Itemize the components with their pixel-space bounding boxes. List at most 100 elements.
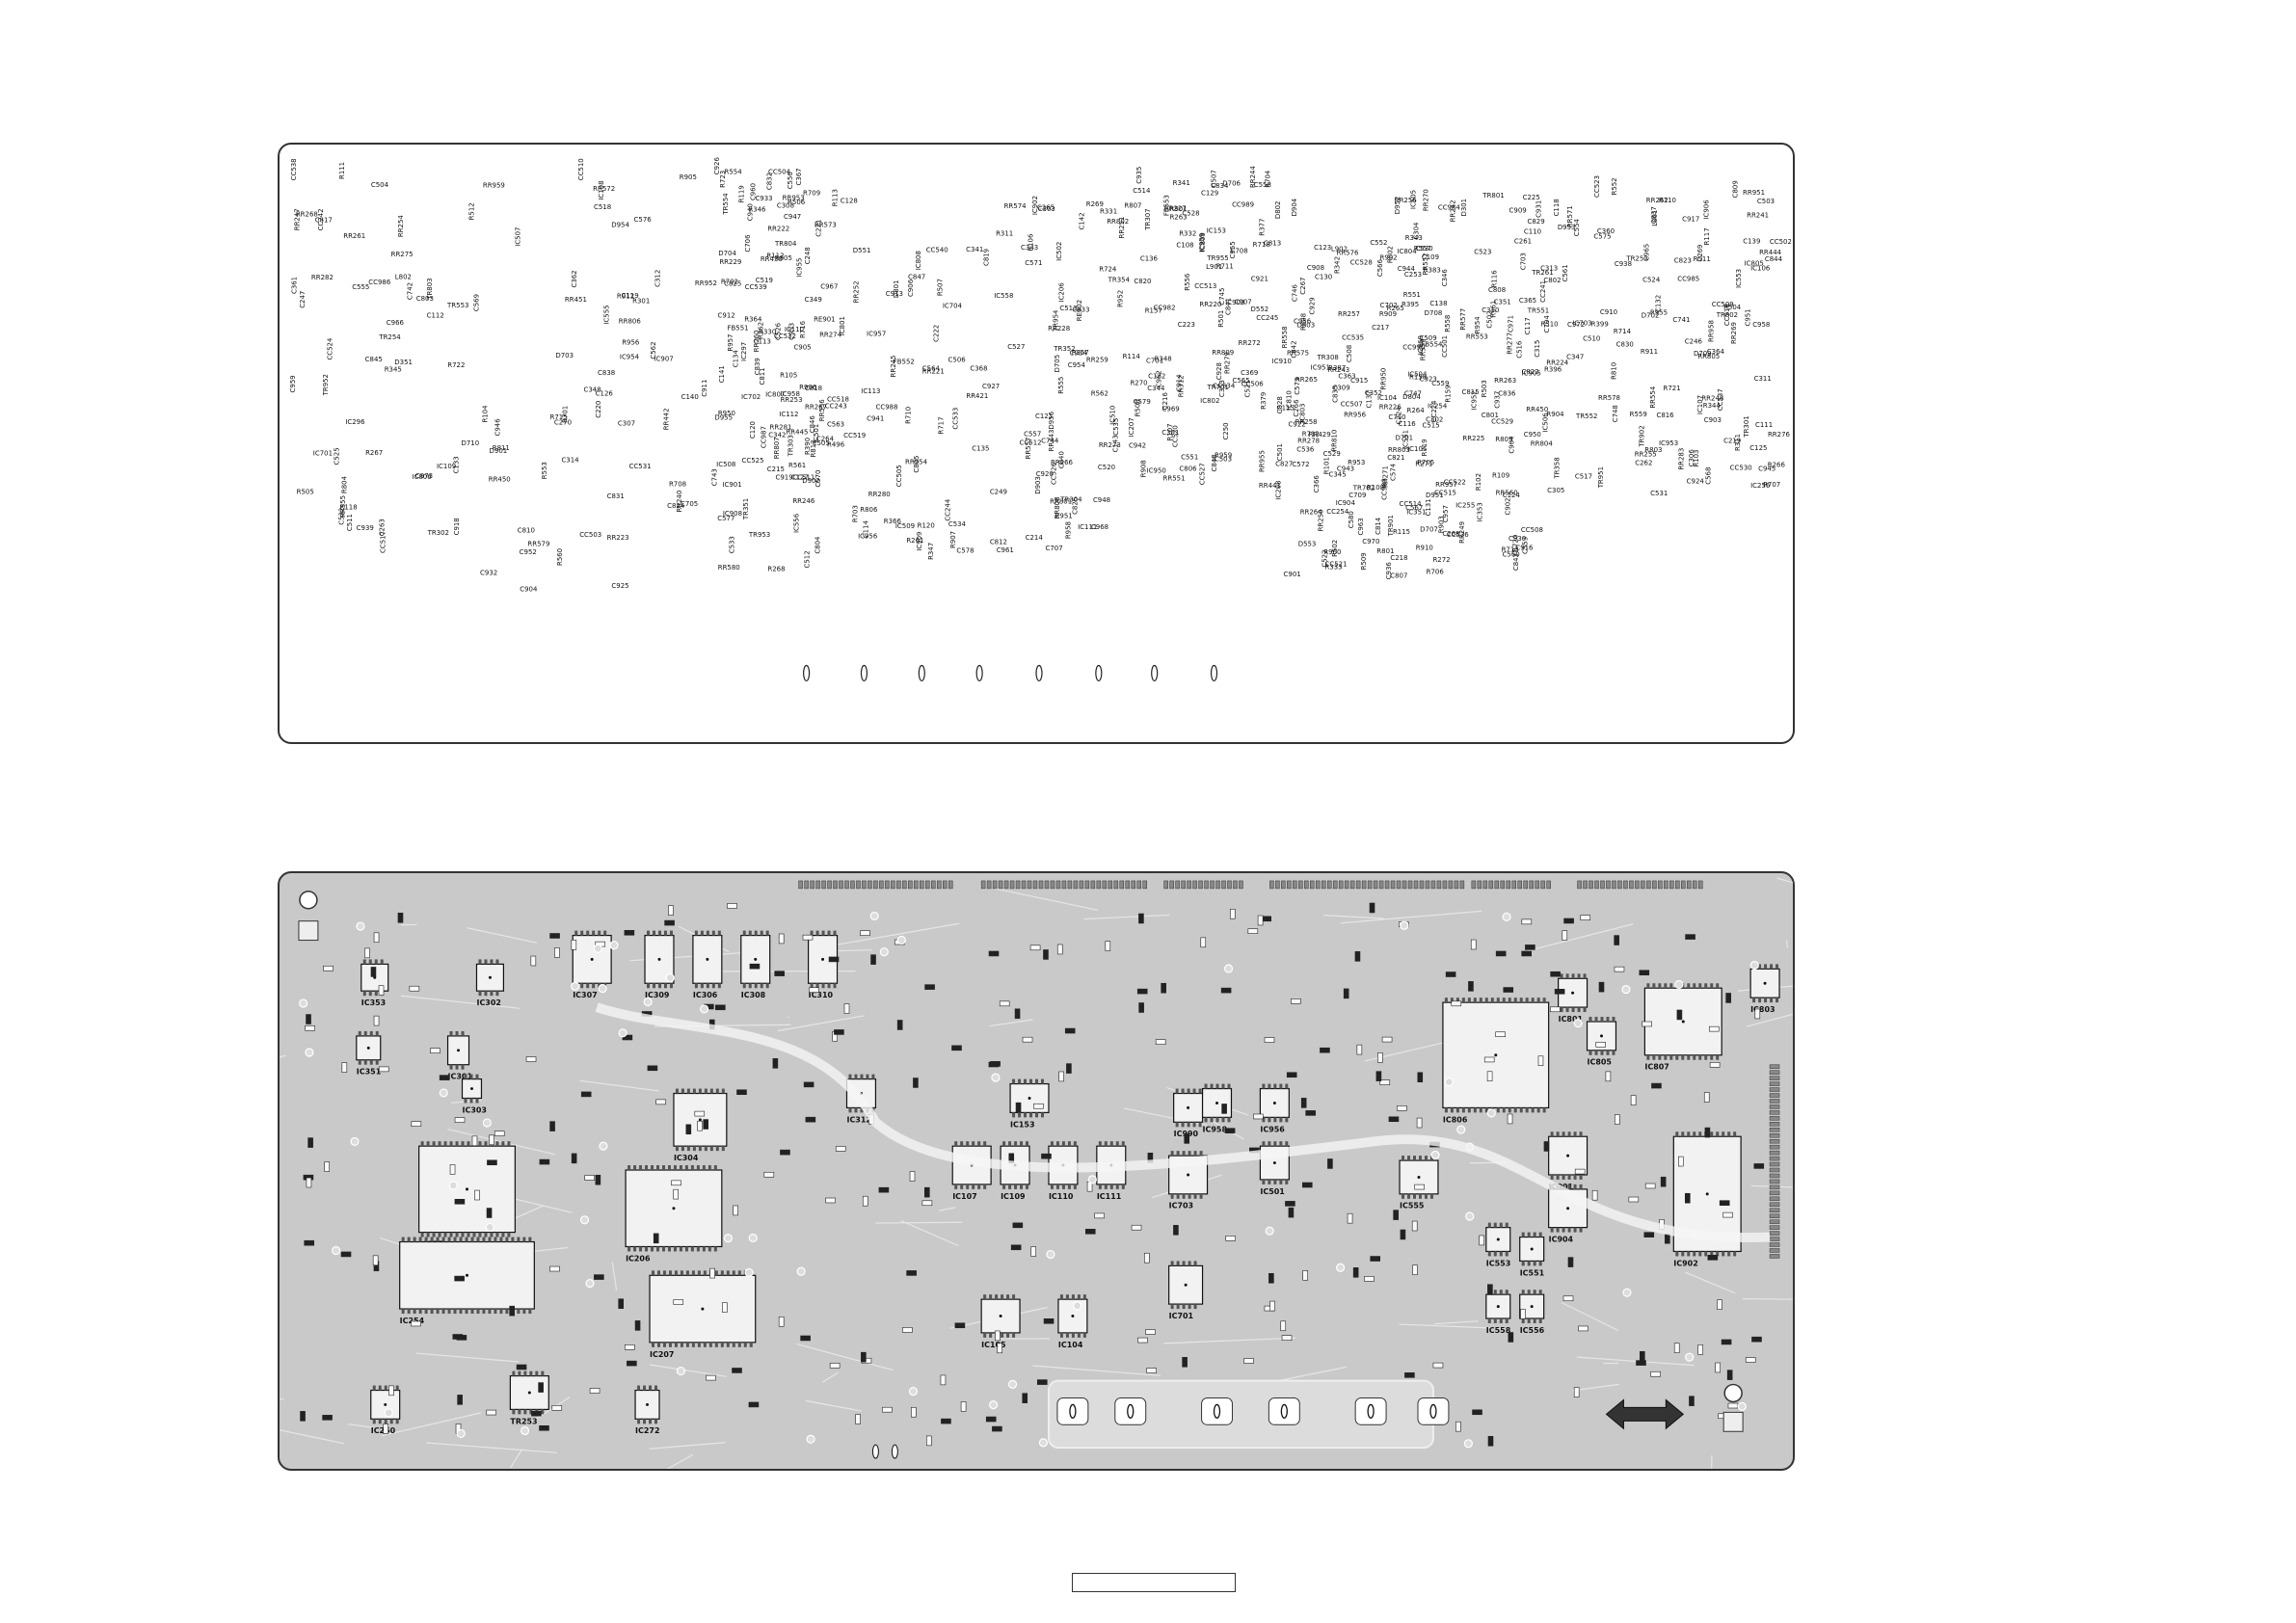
component-ref-label: C140 [681,393,699,401]
smd-component [634,1320,641,1331]
smd-component [554,947,560,958]
component-ref-label: R112 [766,253,784,260]
mounting-pad [1722,1411,1744,1432]
edge-connector-pin [1102,880,1108,890]
component-ref-label: R332 [1179,229,1196,237]
smd-component [1550,1006,1561,1013]
component-ref-label: C528 [1182,210,1199,218]
edge-connector-pin [891,880,895,890]
smd-component [1507,1113,1513,1125]
component-ref-label: CC525 [741,457,763,465]
component-ref-label: R101 [1323,457,1331,474]
smd-component [454,1117,466,1123]
smd-component [305,1024,315,1031]
ic-chip: IC807 [1643,983,1722,1072]
smd-component [1412,1264,1418,1275]
component-ref-label: C820 [1134,278,1151,285]
component-ref-label: C920 [1036,470,1054,478]
edge-connector-pin [992,880,998,890]
switch-pad [1268,1397,1300,1425]
component-ref-label: C135 [972,444,989,452]
component-ref-label: C909 [1509,207,1527,215]
component-ref-label: RR445 [786,429,808,437]
component-ref-label: IC952 [1470,390,1478,410]
via-pad [1430,1150,1440,1159]
ic-chip: IC353 [360,959,389,1007]
edge-connector-pin [1769,1225,1780,1230]
smd-component [452,1334,464,1340]
smd-component [1144,1252,1150,1264]
component-ref-label: C109 [1422,253,1439,261]
copper-trace [1750,1184,1793,1188]
component-ref-label: C263 [379,519,387,536]
component-ref-label: C815 [1461,388,1479,396]
component-ref-label: IC107 [1696,395,1704,414]
component-ref-label: IC957 [867,330,886,337]
component-ref-label: RR241 [1747,212,1769,220]
component-ref-label: R907 [949,531,957,548]
component-ref-label: C267 [1299,278,1307,295]
component-ref-label: RR451 [565,296,587,304]
component-ref-label: R720 [1512,535,1520,552]
edge-connector-pin [1067,880,1073,890]
smd-component [516,1364,527,1370]
component-ref-label: R719 [1421,439,1428,456]
component-ref-label: D710 [462,439,480,447]
component-ref-label: RR572 [593,185,615,193]
smd-component [1591,1189,1598,1201]
via-pad [796,1266,806,1276]
smd-component [1580,915,1591,920]
component-ref-label: R347 [927,543,935,560]
smd-component [829,1363,841,1369]
copper-trace [993,888,1099,912]
switch-pad [1354,1397,1387,1425]
smd-component [1525,945,1535,950]
smd-component [862,1195,868,1207]
component-ref-label: R709 [803,189,820,197]
component-ref-label: RR247 [294,208,302,230]
smd-component [307,1137,313,1148]
component-ref-label: C306 [1688,449,1695,466]
component-ref-label: C946 [494,418,502,436]
ic-label: IC207 [650,1350,674,1359]
component-ref-label: IC703 [1572,320,1591,328]
component-ref-label: C523 [1474,249,1491,256]
edge-connector-pin [1361,880,1367,890]
edge-connector-pin [925,880,930,890]
smd-component [589,1388,601,1394]
component-ref-label: RR224 [1546,359,1569,367]
smd-component [1650,1370,1661,1377]
component-ref-label: R272 [1432,556,1450,564]
smd-component [655,1099,666,1105]
edge-connector-pin [1175,880,1180,890]
component-ref-label: C803 [416,295,434,303]
component-ref-label: D956 [1048,412,1055,430]
component-ref-label: C921 [1251,275,1268,282]
ic-chip: IC304 [673,1088,728,1162]
smd-component [1562,1295,1574,1302]
component-ref-label: C959 [289,375,297,392]
component-ref-label: C512 [803,550,811,568]
component-ref-label: R958 [1064,521,1072,539]
component-ref-label: C802 [1543,277,1561,284]
component-ref-label: C825 [724,279,741,287]
via-pad [879,947,889,957]
component-ref-label: CC511 [792,473,814,481]
component-ref-label: TR701 [1206,384,1228,391]
copper-trace [1433,1320,1479,1325]
component-ref-label: RR228 [1048,325,1070,333]
smd-component [457,1395,463,1405]
edge-connector-pin [1084,880,1090,890]
smd-component [595,1174,601,1185]
smd-component [1567,1257,1574,1267]
component-ref-label: R703 [852,505,860,522]
component-ref-label: R390 [804,438,812,455]
component-ref-label: C922 [1289,420,1306,428]
component-ref-label: IC803 [1299,404,1307,423]
component-ref-label: IC256 [1750,482,1770,490]
component-ref-label: CC536 [1447,531,1469,539]
smd-component [624,1344,635,1350]
component-ref-label: RR244 [1249,166,1257,188]
edge-connector-pin [1769,1138,1780,1144]
component-ref-label: R957 [727,334,734,352]
